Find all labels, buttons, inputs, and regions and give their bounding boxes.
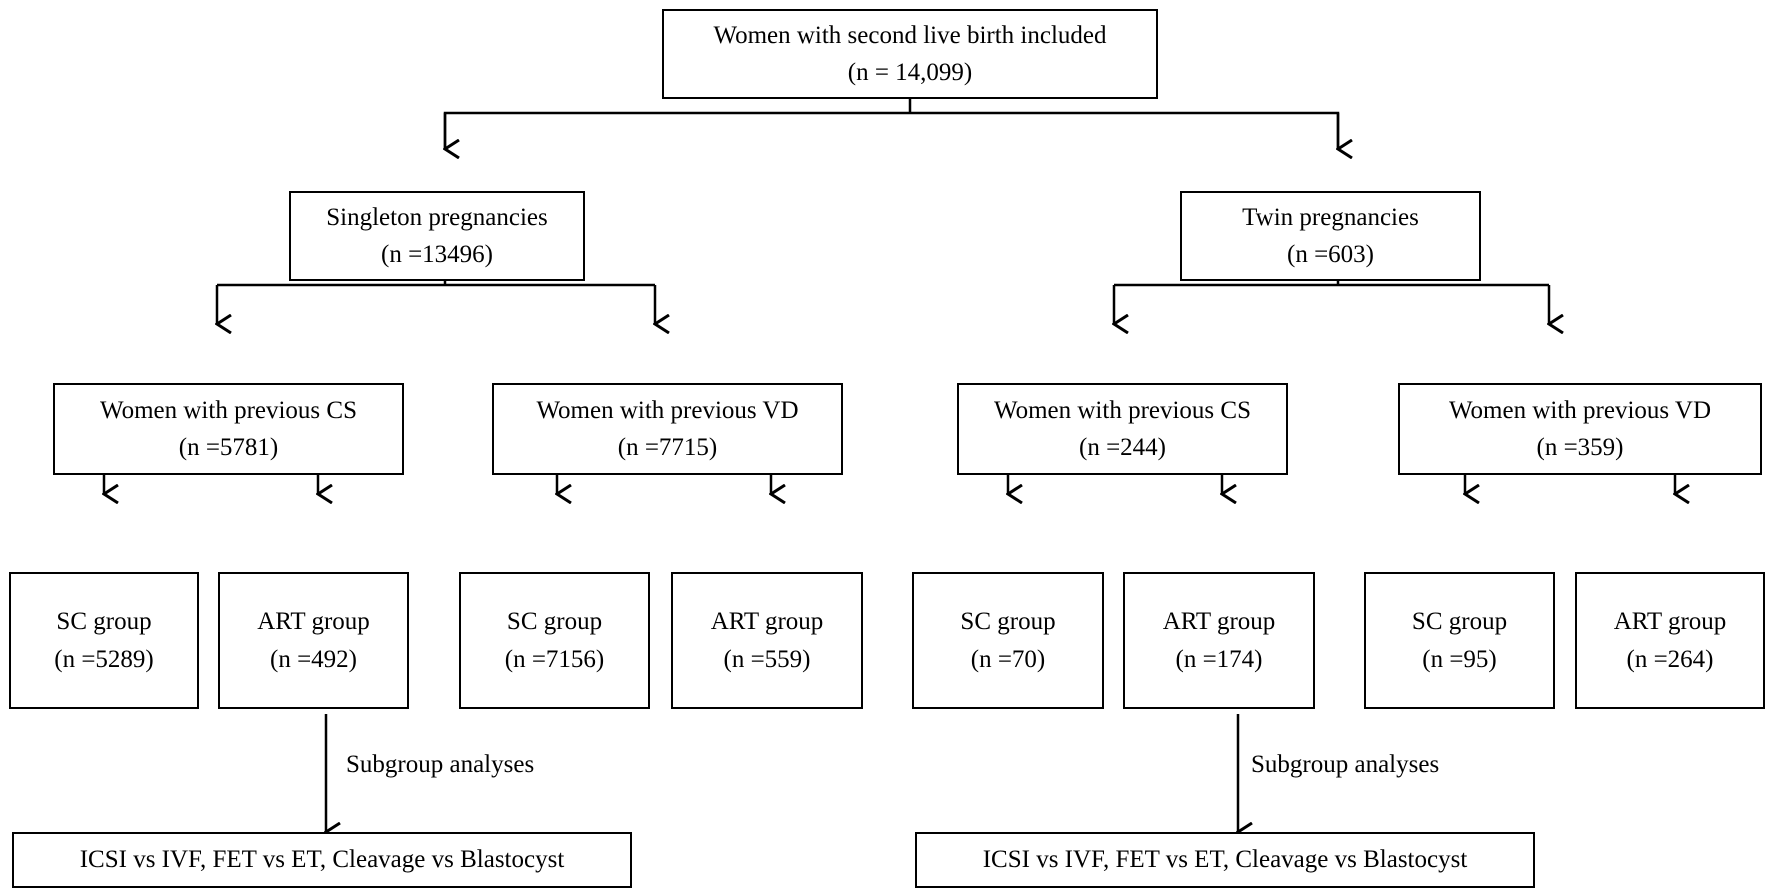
- root-box: Women with second live birth included (n…: [662, 9, 1158, 99]
- singleton-cs-count: (n =5781): [178, 434, 279, 461]
- singleton-vd-sc-box: SC group (n =7156): [459, 572, 650, 709]
- twin-vd-art-box: ART group (n =264): [1575, 572, 1765, 709]
- twin-cs-box: Women with previous CS (n =244): [957, 383, 1288, 475]
- twin-vd-box: Women with previous VD (n =359): [1398, 383, 1762, 475]
- twin-vd-count: (n =359): [1536, 434, 1624, 461]
- singleton-vd-sc-title: SC group: [506, 608, 603, 635]
- twin-cs-sc-title: SC group: [960, 608, 1056, 635]
- singleton-cs-box: Women with previous CS (n =5781): [53, 383, 404, 475]
- singleton-vd-sc-count: (n =7156): [504, 645, 605, 673]
- twin-box: Twin pregnancies (n =603): [1180, 191, 1481, 281]
- twin-subgroup-text: ICSI vs IVF, FET vs ET, Cleavage vs Blas…: [982, 846, 1468, 874]
- singleton-vd-art-title: ART group: [710, 608, 824, 635]
- singleton-cs-art-count: (n =492): [270, 645, 357, 673]
- twin-subgroup-label: Subgroup analyses: [1251, 751, 1440, 778]
- singleton-box: Singleton pregnancies (n =13496): [289, 191, 585, 281]
- twin-title: Twin pregnancies: [1242, 203, 1419, 231]
- twin-cs-sc-count: (n =70): [970, 645, 1046, 673]
- twin-cs-art-box: ART group (n =174): [1123, 572, 1315, 709]
- twin-cs-sc-box: SC group (n =70): [912, 572, 1104, 709]
- singleton-cs-sc-box: SC group (n =5289): [9, 572, 199, 709]
- singleton-cs-sc-title: SC group: [56, 608, 152, 635]
- twin-vd-sc-title: SC group: [1411, 608, 1508, 635]
- singleton-vd-art-box: ART group (n =559): [671, 572, 863, 709]
- singleton-cs-title: Women with previous CS: [99, 396, 357, 424]
- twin-count: (n =603): [1287, 241, 1374, 268]
- twin-vd-sc-box: SC group (n =95): [1364, 572, 1555, 709]
- singleton-vd-title: Women with previous VD: [536, 396, 799, 424]
- singleton-count: (n =13496): [381, 241, 493, 268]
- twin-vd-sc-count: (n =95): [1422, 645, 1497, 673]
- singleton-cs-art-box: ART group (n =492): [218, 572, 409, 709]
- singleton-title: Singleton pregnancies: [326, 203, 548, 231]
- twin-cs-art-count: (n =174): [1175, 645, 1263, 673]
- singleton-subgroup-box: ICSI vs IVF, FET vs ET, Cleavage vs Blas…: [12, 832, 632, 888]
- root-count: (n = 14,099): [847, 59, 973, 86]
- twin-subgroup-box: ICSI vs IVF, FET vs ET, Cleavage vs Blas…: [915, 832, 1535, 888]
- root-title: Women with second live birth included: [713, 21, 1107, 49]
- twin-cs-art-title: ART group: [1162, 608, 1276, 635]
- twin-vd-art-count: (n =264): [1626, 645, 1714, 673]
- twin-cs-count: (n =244): [1079, 434, 1166, 461]
- twin-vd-art-title: ART group: [1613, 608, 1727, 635]
- singleton-vd-art-count: (n =559): [723, 645, 811, 673]
- singleton-subgroup-text: ICSI vs IVF, FET vs ET, Cleavage vs Blas…: [79, 846, 565, 874]
- singleton-cs-art-title: ART group: [257, 608, 370, 635]
- singleton-vd-count: (n =7715): [617, 434, 718, 461]
- singleton-cs-sc-count: (n =5289): [54, 645, 154, 673]
- twin-cs-title: Women with previous CS: [993, 396, 1251, 424]
- singleton-subgroup-label: Subgroup analyses: [346, 751, 535, 778]
- singleton-vd-box: Women with previous VD (n =7715): [492, 383, 843, 475]
- twin-vd-title: Women with previous VD: [1448, 396, 1712, 424]
